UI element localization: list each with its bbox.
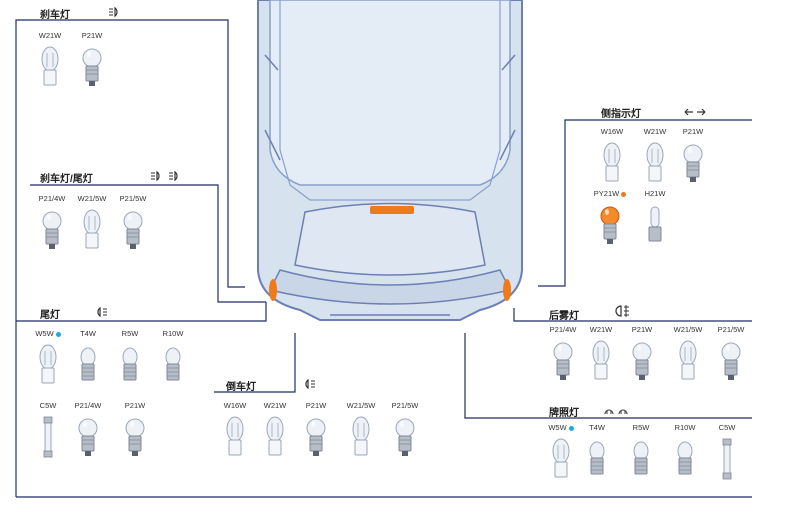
reverse-light-icon xyxy=(303,378,319,393)
brake_tail-bulb-wedge xyxy=(81,208,103,252)
side-bulb-wedge xyxy=(644,141,666,185)
plate-bulb-label: W5W xyxy=(541,423,581,432)
brake-light-title: 刹车灯 xyxy=(40,10,70,21)
rear-fog-icon xyxy=(615,304,633,321)
reverse-bulb-label: P21/5W xyxy=(391,401,419,410)
side-callout-line xyxy=(538,119,752,287)
tail-bulb-label: R10W xyxy=(162,329,184,338)
tail-bulb-label: P21/4W xyxy=(74,401,102,410)
reverse-bulb-wedge xyxy=(224,415,246,459)
color-dot xyxy=(568,425,574,431)
plate-bulb-small xyxy=(630,437,652,481)
right-tail-light xyxy=(503,279,511,301)
side-bulb-halogen xyxy=(644,203,666,247)
reverse-callout-line xyxy=(214,333,296,393)
plate-bulb-label: T4W xyxy=(589,423,605,432)
side-bulb-label: H21W xyxy=(644,189,666,198)
fog-bulb-wedge xyxy=(677,339,699,383)
tail-light-icon xyxy=(95,306,111,321)
tail-bulb-small xyxy=(119,343,141,387)
plate-bulb-label: R5W xyxy=(632,423,650,432)
brake-bulb-wedge xyxy=(39,45,61,89)
brake-bulb-ball xyxy=(81,45,103,89)
license-plate-title: 牌照灯 xyxy=(549,408,579,419)
tail-bulb-ball xyxy=(124,415,146,459)
license-plate-icon xyxy=(603,406,633,419)
reverse-bulb-wedge xyxy=(350,415,372,459)
brake_tail-bulb-ball xyxy=(41,208,63,252)
plate-callout-line xyxy=(464,333,752,419)
tail-bulb-label: W5W xyxy=(28,329,68,338)
plate-bulb-small xyxy=(586,437,608,481)
fog-bulb-ball xyxy=(720,339,742,383)
third-brake-light xyxy=(370,206,414,214)
reverse-bulb-label: P21W xyxy=(305,401,327,410)
left-tail-light xyxy=(269,279,277,301)
fog-bulb-label: P21/4W xyxy=(549,325,577,334)
fog-bulb-label: W21/5W xyxy=(673,325,703,334)
tail-bulb-small xyxy=(162,343,184,387)
tail-light-title: 尾灯 xyxy=(40,310,60,321)
plate-bulb-festoon xyxy=(716,437,738,481)
plate-bulb-small xyxy=(674,437,696,481)
fog-bulb-label: P21/5W xyxy=(717,325,745,334)
side-bulb-label: P21W xyxy=(682,127,704,136)
tail-bulb-wedge xyxy=(37,343,59,387)
side-bulb-label: W21W xyxy=(643,127,667,136)
brake-bulb-label: W21W xyxy=(38,31,62,40)
tail-callout-line xyxy=(16,302,267,322)
brake_tail-bulb-label: P21/5W xyxy=(119,194,147,203)
fog-callout-line xyxy=(513,308,752,322)
brake-tail-callout-line xyxy=(30,184,266,303)
brake-callout-line xyxy=(15,19,245,497)
tail-bulb-label: C5W xyxy=(39,401,57,410)
side-bulb-label: PY21W xyxy=(590,189,630,198)
tail-bulb-label: T4W xyxy=(80,329,96,338)
tail-bulb-small xyxy=(77,343,99,387)
side-bulb-ball xyxy=(599,203,621,247)
reverse-light-title: 倒车灯 xyxy=(226,382,256,393)
reverse-bulb-label: W21/5W xyxy=(346,401,376,410)
reverse-bulb-label: W16W xyxy=(223,401,247,410)
side-bulb-wedge xyxy=(601,141,623,185)
tail-bulb-label: P21W xyxy=(124,401,146,410)
fog-bulb-ball xyxy=(631,339,653,383)
reverse-bulb-wedge xyxy=(264,415,286,459)
reverse-bulb-label: W21W xyxy=(263,401,287,410)
plate-bulb-label: C5W xyxy=(718,423,736,432)
tail-bulb-label: R5W xyxy=(121,329,139,338)
fog-bulb-ball xyxy=(552,339,574,383)
tail-bulb-festoon xyxy=(37,415,59,459)
brake-tail-title: 刹车灯/尾灯 xyxy=(40,174,93,185)
fog-bulb-wedge xyxy=(590,339,612,383)
side-bulb-label: W16W xyxy=(600,127,624,136)
brake-bulb-label: P21W xyxy=(81,31,103,40)
tail-bulb-ball xyxy=(77,415,99,459)
color-dot xyxy=(55,331,61,337)
rear-fog-title: 后雾灯 xyxy=(549,311,579,322)
plate-bulb-wedge xyxy=(550,437,572,481)
brake_tail-bulb-label: W21/5W xyxy=(77,194,107,203)
color-dot xyxy=(621,191,627,197)
brake_tail-bulb-label: P21/4W xyxy=(38,194,66,203)
fog-bulb-label: P21W xyxy=(631,325,653,334)
reverse-bulb-ball xyxy=(305,415,327,459)
brake-tail-icon xyxy=(150,170,184,185)
side-bulb-ball xyxy=(682,141,704,185)
brake_tail-bulb-ball xyxy=(122,208,144,252)
fog-bulb-label: W21W xyxy=(589,325,613,334)
car-top-view xyxy=(257,0,523,321)
brake-light-icon xyxy=(108,6,124,21)
side-indicator-title: 侧指示灯 xyxy=(601,109,641,120)
reverse-bulb-ball xyxy=(394,415,416,459)
side-indicator-icon xyxy=(684,107,706,120)
plate-bulb-label: R10W xyxy=(674,423,696,432)
